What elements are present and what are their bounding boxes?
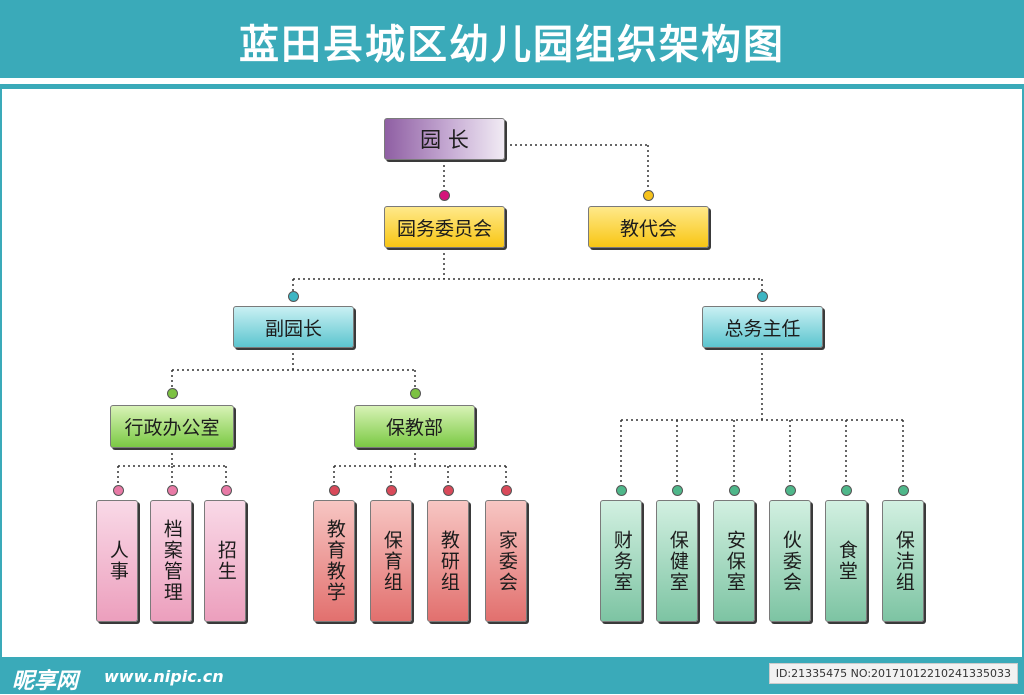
node-parents-committee-label: 家委会 bbox=[495, 529, 518, 593]
node-staff-congress: 教代会 bbox=[588, 206, 709, 248]
node-principal: 园 长 bbox=[384, 118, 505, 160]
node-canteen: 食堂 bbox=[825, 500, 867, 622]
connector-dot bbox=[443, 485, 454, 496]
connector-dot bbox=[288, 291, 299, 302]
node-health-office: 保健室 bbox=[656, 500, 698, 622]
node-general-affairs: 总务主任 bbox=[702, 306, 823, 348]
node-personnel: 人事 bbox=[96, 500, 138, 622]
connector-dot bbox=[841, 485, 852, 496]
node-archives-label: 档案管理 bbox=[160, 519, 183, 603]
header-divider bbox=[0, 84, 1024, 89]
node-canteen-label: 食堂 bbox=[835, 540, 858, 582]
connector-dot bbox=[898, 485, 909, 496]
node-admin-office: 行政办公室 bbox=[110, 405, 234, 448]
footer-bar: 昵享网 www.nipic.cn ID:21335475 NO:20171012… bbox=[0, 657, 1024, 694]
connector-dot bbox=[113, 485, 124, 496]
node-finance-office-label: 财务室 bbox=[610, 529, 633, 593]
node-vice-principal-label: 副园长 bbox=[264, 317, 322, 340]
node-education-dept-label: 保教部 bbox=[385, 417, 443, 439]
node-finance-office: 财务室 bbox=[600, 500, 642, 622]
connector-dot bbox=[439, 190, 450, 201]
connector-dot bbox=[221, 485, 232, 496]
node-teaching-label: 教育教学 bbox=[323, 519, 346, 603]
connector-dot bbox=[672, 485, 683, 496]
node-enrollment: 招生 bbox=[204, 500, 246, 622]
node-teaching: 教育教学 bbox=[313, 500, 355, 622]
node-research-group: 教研组 bbox=[427, 500, 469, 622]
right-border bbox=[1022, 89, 1024, 658]
node-vice-principal: 副园长 bbox=[233, 306, 354, 348]
node-admin-office-label: 行政办公室 bbox=[124, 417, 220, 439]
node-enrollment-label: 招生 bbox=[214, 540, 237, 582]
node-education-dept: 保教部 bbox=[354, 405, 475, 448]
node-archives: 档案管理 bbox=[150, 500, 192, 622]
connector-dot bbox=[329, 485, 340, 496]
image-id-label: ID:21335475 NO:20171012210241335033 bbox=[768, 663, 1018, 684]
node-health-office-label: 保健室 bbox=[666, 529, 689, 593]
connector-dot bbox=[386, 485, 397, 496]
connector-dot bbox=[729, 485, 740, 496]
node-security-office: 安保室 bbox=[713, 500, 755, 622]
node-care-group: 保育组 bbox=[370, 500, 412, 622]
node-general-affairs-label: 总务主任 bbox=[724, 317, 801, 340]
node-food-committee-label: 伙委会 bbox=[779, 529, 802, 593]
node-committee-label: 园务委员会 bbox=[396, 217, 492, 240]
connector-dot bbox=[785, 485, 796, 496]
node-research-group-label: 教研组 bbox=[437, 529, 460, 593]
connector-dot bbox=[643, 190, 654, 201]
node-cleaning-group: 保洁组 bbox=[882, 500, 924, 622]
watermark-logo: 昵享网 bbox=[12, 669, 79, 694]
left-border bbox=[0, 89, 2, 658]
node-cleaning-group-label: 保洁组 bbox=[892, 529, 915, 593]
connector-dot bbox=[167, 388, 178, 399]
connector-dot bbox=[410, 388, 421, 399]
node-staff-congress-label: 教代会 bbox=[619, 217, 677, 240]
node-principal-label: 园 长 bbox=[420, 128, 469, 152]
node-food-committee: 伙委会 bbox=[769, 500, 811, 622]
connector-dot bbox=[501, 485, 512, 496]
title-banner: 蓝田县城区幼儿园组织架构图 bbox=[0, 0, 1024, 78]
page-title: 蓝田县城区幼儿园组织架构图 bbox=[239, 22, 785, 68]
connector-dot bbox=[167, 485, 178, 496]
node-parents-committee: 家委会 bbox=[485, 500, 527, 622]
watermark-url: www.nipic.cn bbox=[104, 667, 224, 686]
node-committee: 园务委员会 bbox=[384, 206, 505, 248]
node-personnel-label: 人事 bbox=[106, 540, 129, 582]
connector-dot bbox=[757, 291, 768, 302]
connector-dot bbox=[616, 485, 627, 496]
node-security-office-label: 安保室 bbox=[723, 529, 746, 593]
node-care-group-label: 保育组 bbox=[380, 529, 403, 593]
